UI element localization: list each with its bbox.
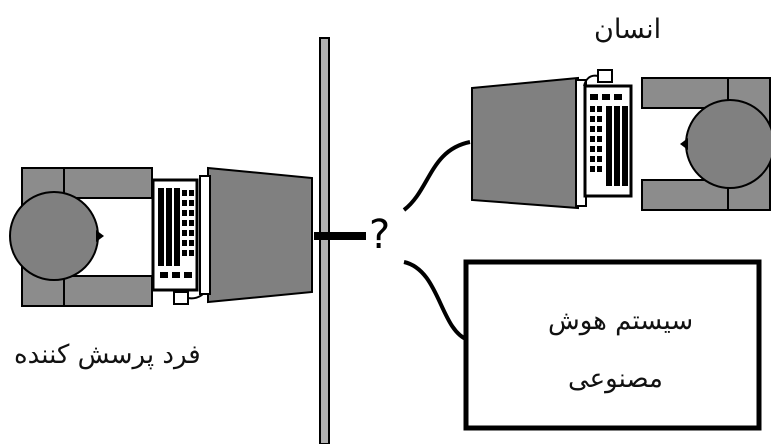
- interrogator-label: فرد پرسش کننده: [14, 340, 201, 370]
- connector-bar: [314, 232, 366, 240]
- ai-system-box: [463, 259, 762, 431]
- human-keyboard: [583, 84, 633, 198]
- wire-to-ai: [403, 260, 469, 342]
- interrogator-head: [9, 191, 99, 281]
- ai-system-label-line1: سیستم هوش: [548, 306, 694, 336]
- partition-wall: [319, 37, 330, 444]
- interrogator-workstation: [9, 166, 313, 307]
- human-workstation: [471, 69, 771, 211]
- wire-to-human: [402, 140, 471, 212]
- interrogator-keyboard: [151, 178, 199, 292]
- human-head: [685, 99, 771, 189]
- ai-system-label-line2: مصنوعی: [568, 364, 663, 394]
- human-label: انسان: [594, 14, 662, 45]
- human-monitor: [471, 76, 579, 210]
- question-mark: ?: [369, 212, 391, 258]
- human-mouse: [583, 69, 613, 87]
- interrogator-monitor: [207, 166, 313, 304]
